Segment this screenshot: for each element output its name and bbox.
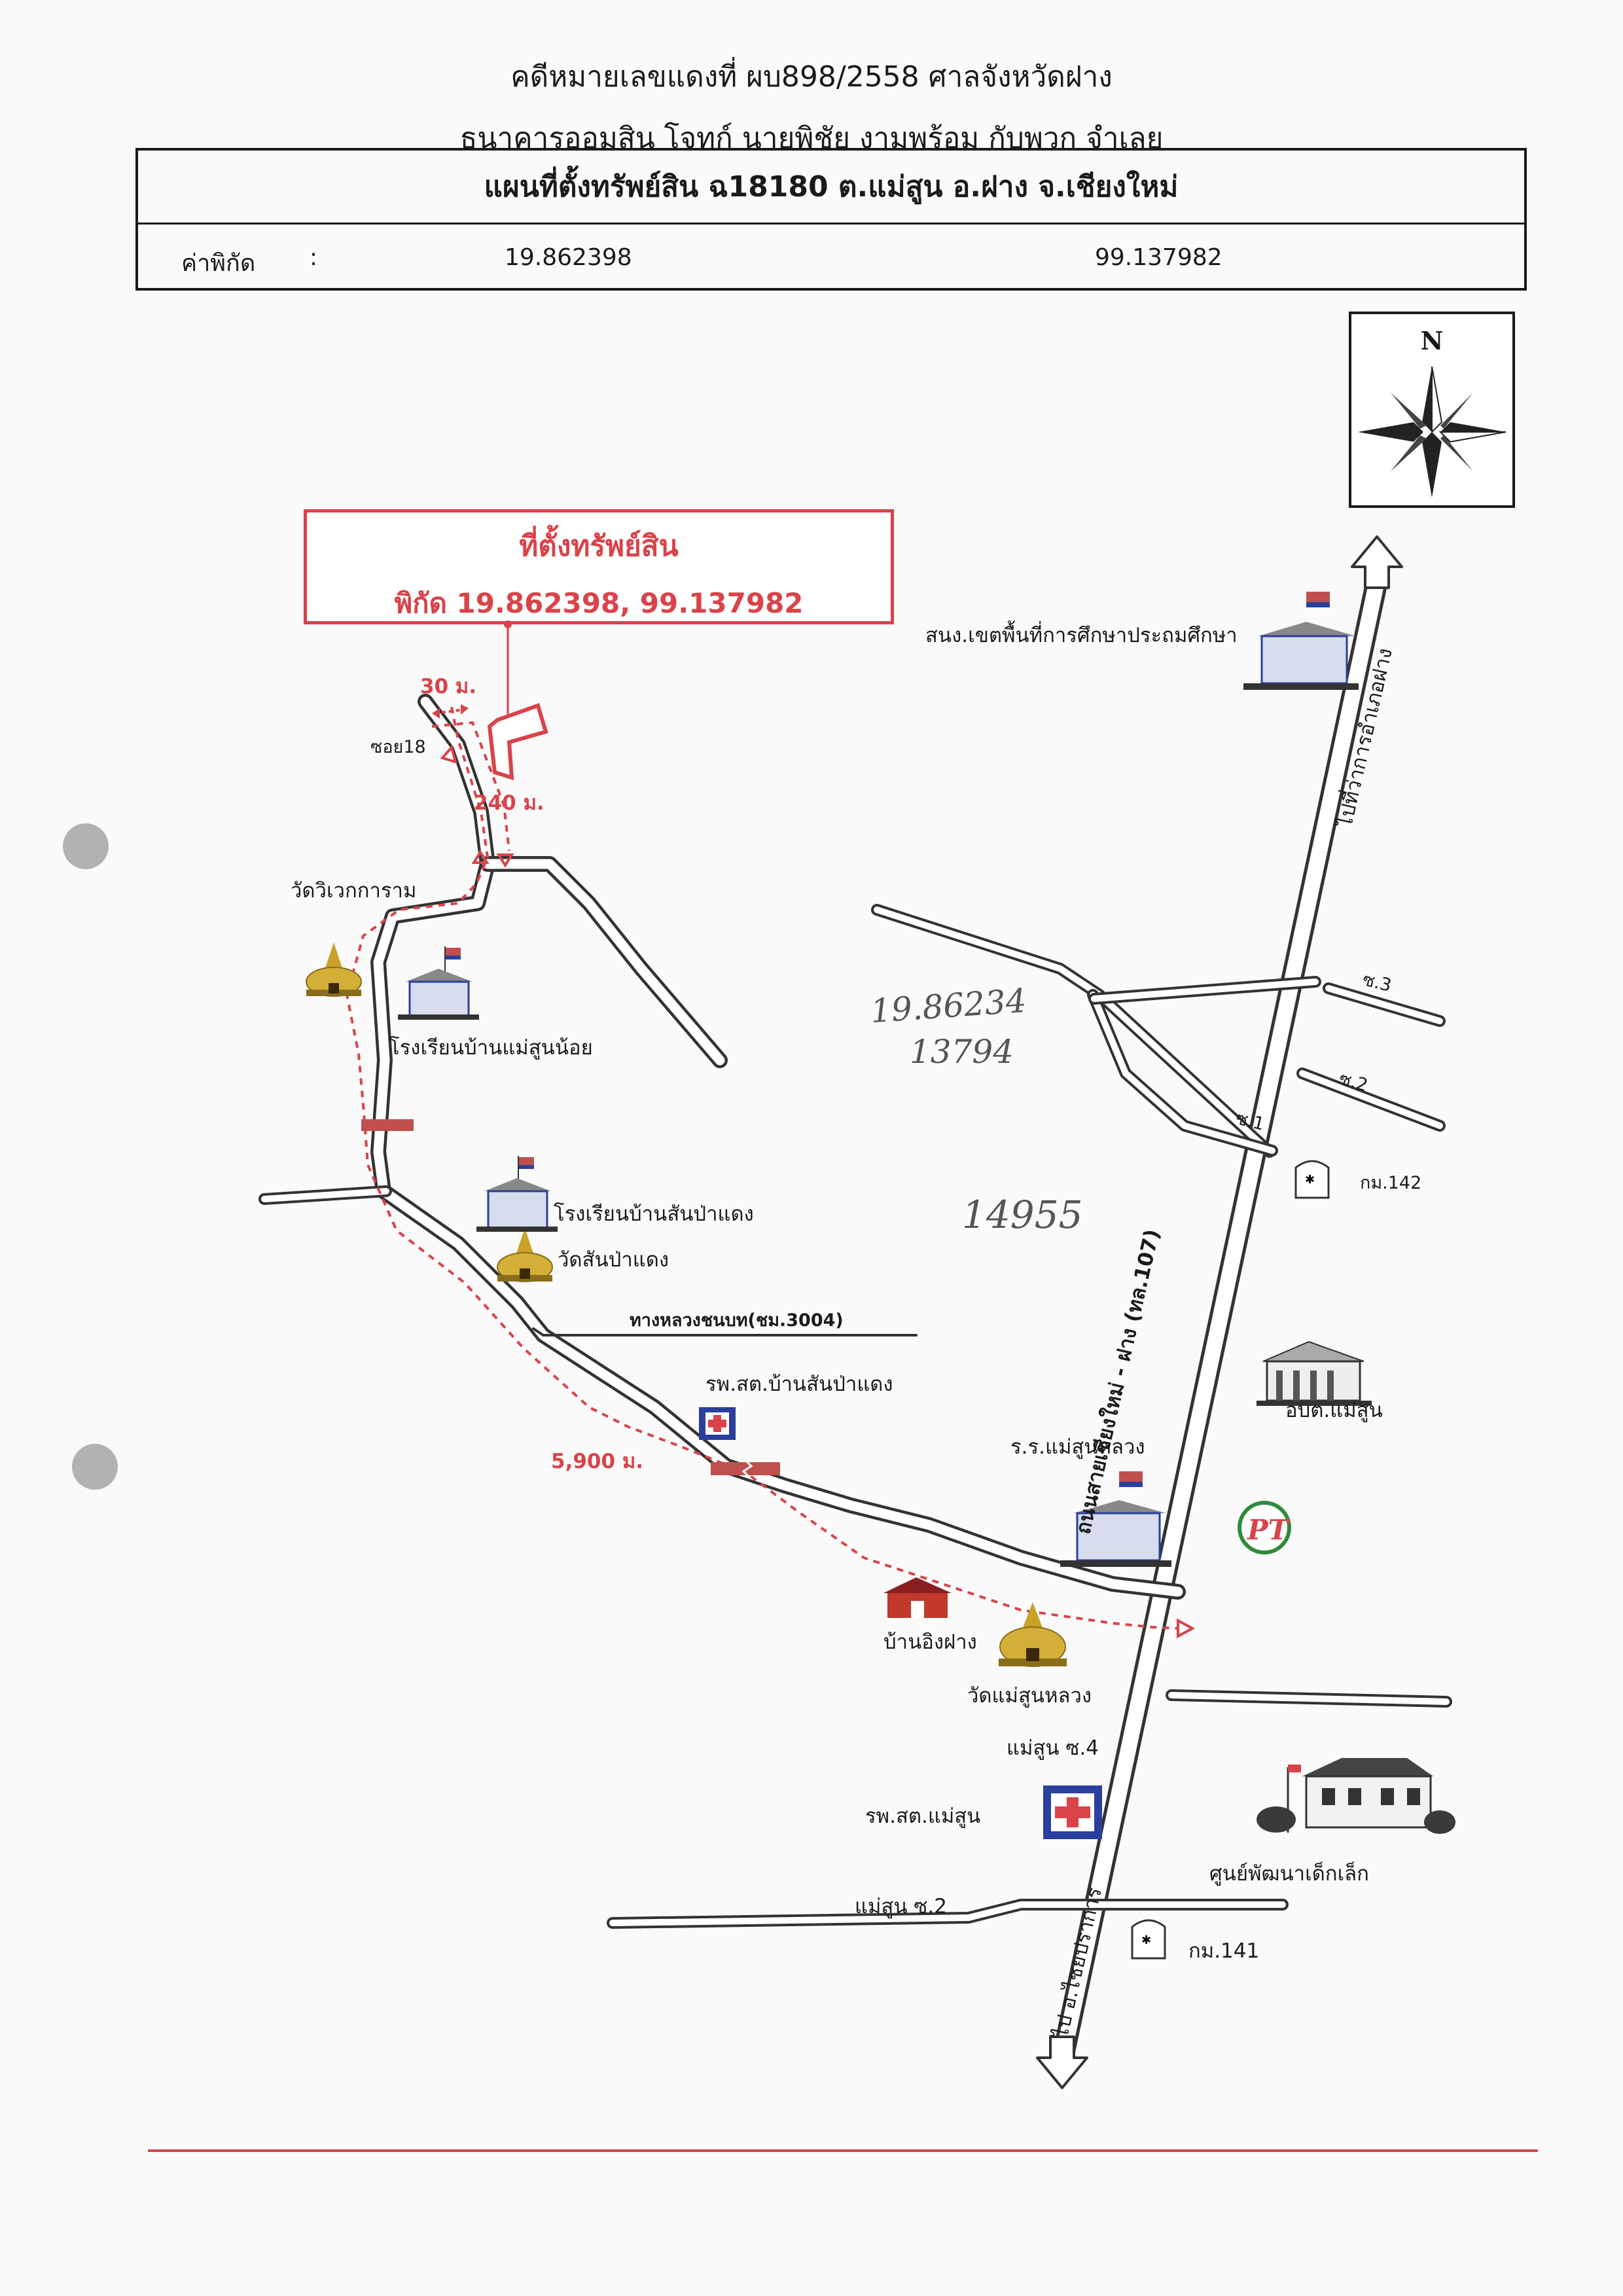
- place-ban-ingfang: บ้านอิงฝาง: [883, 1630, 977, 1654]
- route-path: [345, 706, 1179, 1630]
- coordinate-row: ค่าพิกัด : 19.862398 99.137982: [138, 224, 1524, 289]
- place-hosp-maesun: รพ.สต.แม่สูน: [865, 1804, 981, 1828]
- place-child-center: ศูนย์พัฒนาเด็กเล็ก: [1209, 1862, 1369, 1886]
- government-building-icon: [1257, 1340, 1372, 1406]
- svg-text:PT: PT: [1247, 1514, 1291, 1546]
- case-number-line: คดีหมายเลขแดงที่ ผบ898/2558 ศาลจังหวัดฝา…: [510, 60, 1113, 94]
- hospital-icon: [1043, 1785, 1102, 1839]
- farm-barn-icon: [883, 1577, 952, 1618]
- map-title-box: แผนที่ตั้งทรัพย์สิน ฉ18180 ต.แม่สูน อ.ฝา…: [135, 148, 1527, 291]
- km-marker-icon: ✱: [1294, 1160, 1330, 1199]
- km-label-141: กม.141: [1188, 1939, 1260, 1963]
- place-school-sanpadaeng: โรงเรียนบ้านสันป่าแดง: [554, 1202, 754, 1226]
- place-hosp-sanpadaeng: รพ.สต.บ้านสันป่าแดง: [705, 1372, 893, 1396]
- place-wat-wiwek: วัดวิเวกการาม: [291, 879, 417, 903]
- callout-coordinate: พิกัด 19.862398, 99.137982: [394, 587, 804, 619]
- temple-icon: [306, 942, 362, 997]
- distance-240m: 240 ม.: [474, 791, 544, 815]
- handwritten-note-2: 13794: [910, 1033, 1014, 1071]
- temple-icon: [999, 1602, 1067, 1667]
- compass-box: N: [1349, 312, 1515, 508]
- handwritten-note-3: 14955: [962, 1193, 1083, 1237]
- route-end-arrow-icon: [1177, 1618, 1196, 1639]
- house-icon: [1257, 1758, 1455, 1834]
- road-label-maesun-s2: แม่สูน ซ.2: [855, 1895, 947, 1918]
- highway-north-arrow-icon: [1351, 535, 1403, 589]
- punch-hole-icon: [63, 823, 109, 869]
- latitude-value: 19.862398: [505, 244, 632, 271]
- road-label-maesun-s4: แม่สูน ซ.4: [1007, 1736, 1099, 1760]
- local-road-main: [370, 694, 1186, 1600]
- distance-5900m: 5,900 ม.: [551, 1450, 644, 1473]
- place-edu-office: สนง.เขตพื้นที่การศึกษาประถมศึกษา: [925, 624, 1238, 647]
- footer-rule: [148, 2149, 1538, 2152]
- route-soi18: [431, 721, 510, 852]
- place-wat-sanpadaeng: วัดสันป่าแดง: [558, 1248, 669, 1272]
- place-school-maesun-noi: โรงเรียนบ้านแม่สูนน้อย: [389, 1036, 593, 1060]
- property-callout: ที่ตั้งทรัพย์สิน พิกัด 19.862398, 99.137…: [304, 509, 894, 624]
- map-roads: [259, 535, 1452, 2089]
- school-icon: [398, 946, 479, 1020]
- svg-text:✱: ✱: [1141, 1933, 1151, 1947]
- property-parcel: [487, 703, 548, 781]
- punch-hole-icon: [72, 1444, 118, 1490]
- school-icon: [476, 1156, 558, 1232]
- compass-rose-icon: [1358, 366, 1507, 497]
- highway-south-arrow-icon: [1036, 2036, 1088, 2089]
- pt-logo-icon: PT: [1238, 1501, 1291, 1554]
- hospital-icon: [699, 1407, 736, 1440]
- road-label-rural: ทางหลวงชนบท(ชม.3004): [630, 1310, 844, 1331]
- coordinate-label: ค่าพิกัด: [181, 250, 256, 277]
- north-label: N: [1420, 326, 1444, 355]
- place-school-maesun-luang: ร.ร.แม่สูนหลวง: [1010, 1435, 1145, 1459]
- callout-title: ที่ตั้งทรัพย์สิน: [519, 529, 679, 563]
- coordinate-separator: :: [310, 244, 318, 271]
- longitude-value: 99.137982: [1095, 244, 1222, 271]
- place-wat-maesun-luang: วัดแม่สูนหลวง: [967, 1684, 1092, 1708]
- road-label-soi18: ซอย18: [370, 737, 426, 757]
- km-marker-icon: ✱: [1131, 1919, 1166, 1960]
- school-icon: [1060, 1471, 1171, 1567]
- distance-30m: 30 ม.: [420, 675, 477, 698]
- km-label-142: กม.142: [1360, 1173, 1422, 1193]
- temple-icon: [497, 1228, 553, 1282]
- bridge-icon: [361, 1119, 780, 1478]
- school-icon: [1243, 592, 1359, 690]
- place-tao-maesun: อบต.แม่สูน: [1285, 1399, 1383, 1422]
- svg-text:✱: ✱: [1305, 1173, 1315, 1187]
- map-title: แผนที่ตั้งทรัพย์สิน ฉ18180 ต.แม่สูน อ.ฝา…: [138, 151, 1524, 224]
- highway-107: [1051, 570, 1388, 2072]
